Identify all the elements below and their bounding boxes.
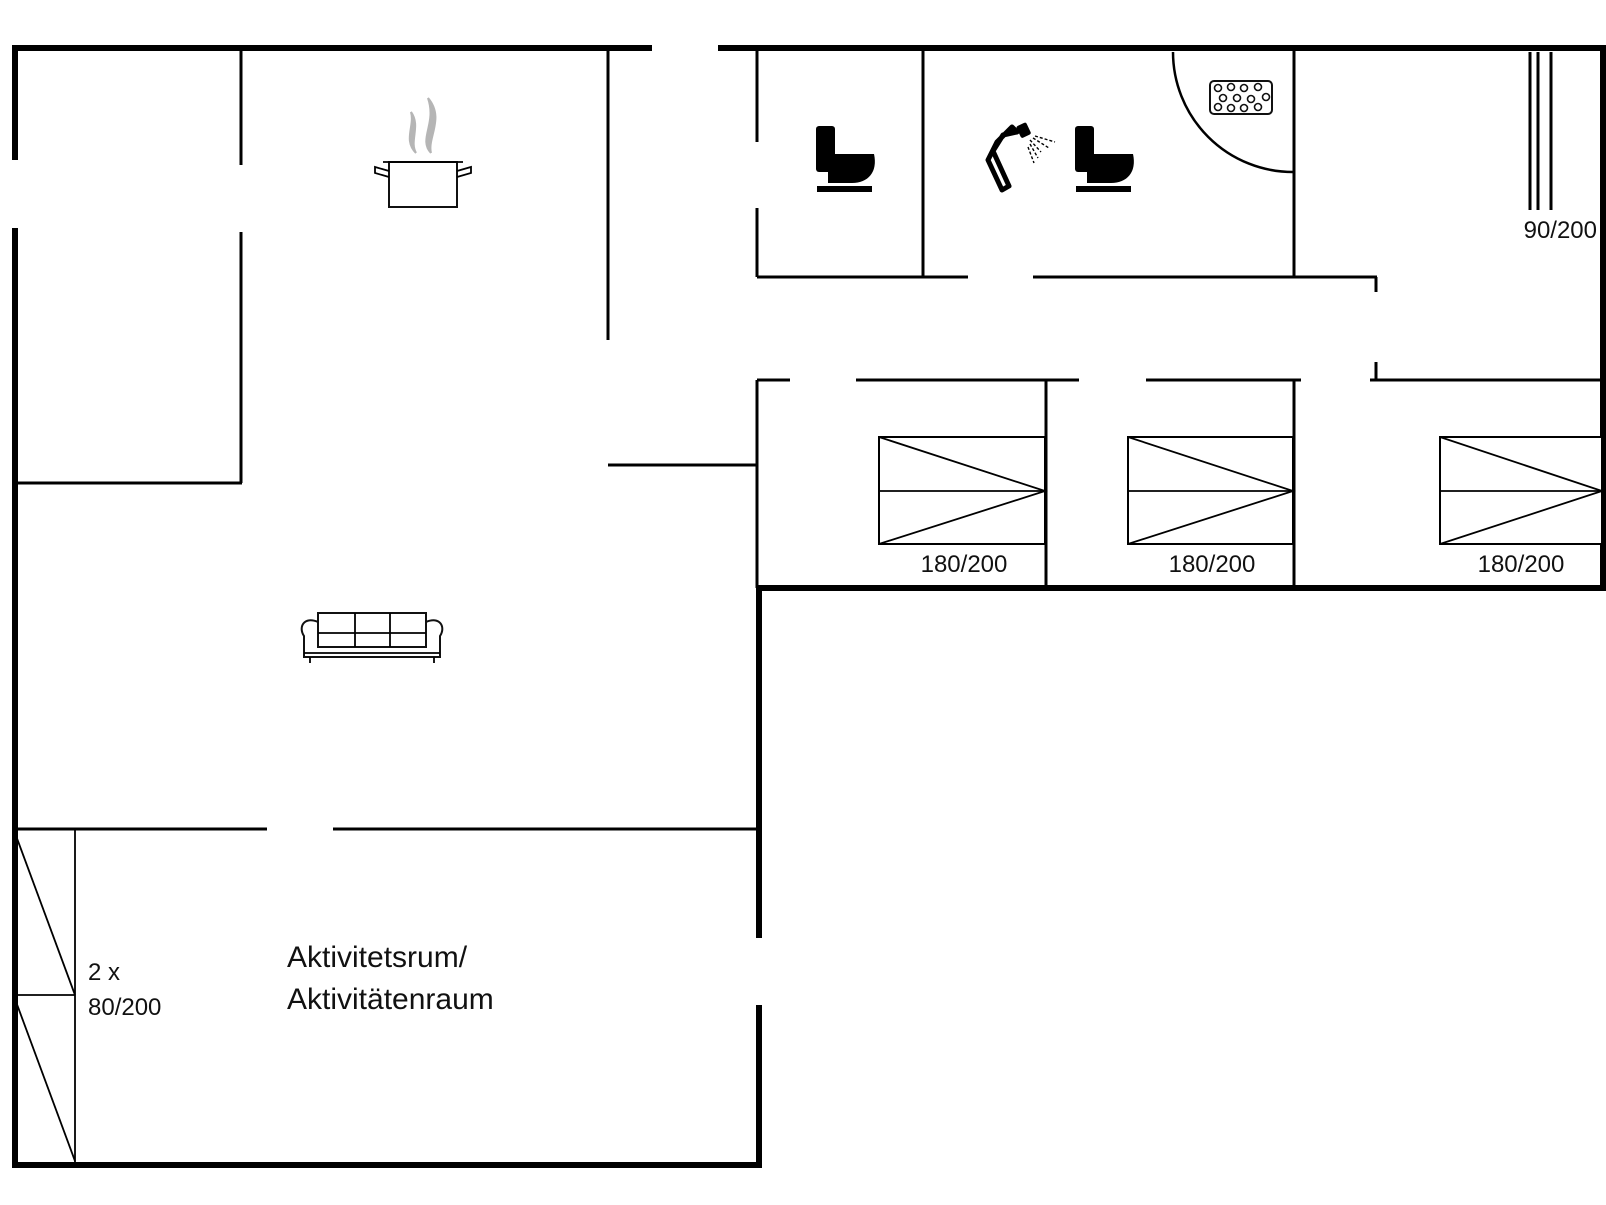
- double-bed-2: [1127, 436, 1296, 545]
- bed-size-double-1: 180/200: [921, 551, 1008, 578]
- double-bed-3: [1439, 436, 1605, 545]
- bunk-size: 80/200: [88, 994, 161, 1021]
- labels: 90/200 180/200 180/200 180/200 2 x 80/20…: [88, 217, 1597, 1021]
- room-label-activity-dk: Aktivitetsrum/: [287, 941, 468, 974]
- bed-size-double-2: 180/200: [1169, 551, 1256, 578]
- toilet-icon: [816, 126, 875, 192]
- bunk-count: 2 x: [88, 959, 120, 986]
- toilet-icon: [1075, 126, 1134, 192]
- bed-size-single: 90/200: [1524, 217, 1597, 244]
- interior-walls: [15, 48, 1606, 831]
- double-bed-1: [878, 436, 1048, 545]
- shower-icon: [985, 122, 1056, 193]
- cooking-pot-icon: [374, 97, 472, 208]
- bunk-beds: [14, 829, 76, 1165]
- outer-walls: [12, 45, 1606, 1168]
- wardrobe: [1528, 52, 1553, 210]
- bed-size-double-3: 180/200: [1478, 551, 1565, 578]
- whirlpool-icon: [1171, 51, 1294, 174]
- sofa-icon: [300, 612, 444, 663]
- room-label-activity-de: Aktivitätenraum: [287, 983, 494, 1016]
